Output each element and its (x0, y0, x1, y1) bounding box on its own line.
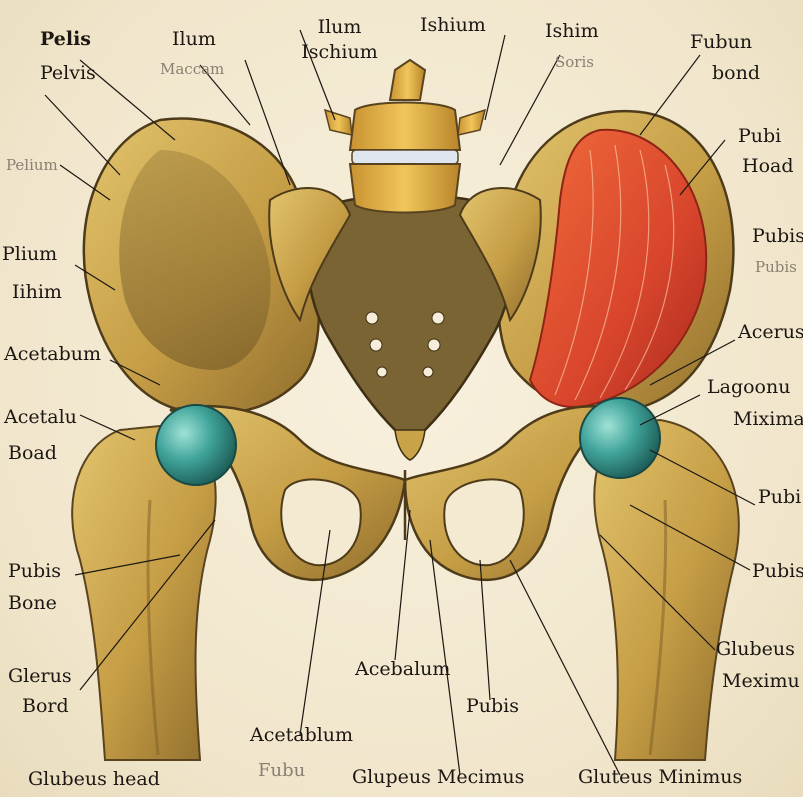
label-glupeus-mecimus: Glupeus Mecimus (352, 766, 525, 788)
label-acebalum: Acebalum (355, 658, 451, 680)
label-glubeus-right: Glubeus (716, 638, 795, 660)
label-soris: Soris (555, 53, 594, 71)
label-ilum: Ilum (172, 28, 216, 50)
label-boad: Boad (8, 442, 57, 464)
label-acetabum: Acetabum (4, 343, 101, 365)
label-gluteus-minimus: Gluteus Minimus (578, 766, 743, 788)
label-pubis-bone-2: Bone (8, 592, 57, 614)
label-meximu: Meximu (722, 670, 800, 692)
label-pubis-right-top: Pubis (752, 225, 803, 247)
left-femur (71, 423, 217, 761)
label-acetablum: Acetablum (250, 724, 354, 746)
label-pubis-right-faint: Pubis (755, 258, 797, 276)
label-ishium: Ishium (420, 14, 486, 36)
right-obturator-foramen (443, 478, 525, 567)
label-glerus: Glerus (8, 665, 72, 687)
label-ilum-ischium: Ilum Ischium (301, 16, 378, 63)
label-ishim: Ishim (545, 20, 599, 42)
label-lagoonu: Lagoonu (707, 376, 791, 398)
label-pubis-bone-1: Pubis (8, 560, 62, 582)
label-pubis-right-low: Pubis (752, 560, 803, 582)
label-glubeus-head: Glubeus head (28, 768, 160, 790)
label-pelis: Pelis (40, 28, 91, 50)
label-pubi-top: Pubi (738, 125, 782, 147)
label-fubun: Fubun (690, 31, 753, 53)
coccyx (394, 429, 426, 461)
label-pubi-mid: Pubi (758, 486, 802, 508)
label-bond: bond (712, 62, 761, 84)
right-femoral-head (579, 397, 661, 479)
label-fubu: Fubu (258, 760, 306, 781)
label-plium: Plium (2, 243, 58, 265)
sacral-foramina (365, 311, 445, 378)
label-bord: Bord (22, 695, 69, 717)
leader-lines (44, 29, 756, 776)
label-hoad: Hoad (742, 155, 794, 177)
left-obturator-foramen (280, 478, 362, 567)
lumbar-vertebra (323, 58, 487, 214)
left-femoral-head (155, 404, 237, 486)
left-ilium-fossa (119, 150, 271, 370)
label-pelvis: Pelvis (40, 62, 96, 84)
label-acetalu: Acetalu (4, 406, 77, 428)
right-sacroiliac (458, 187, 542, 323)
label-ihim: Iihim (12, 281, 62, 303)
label-pelium: Pelium (6, 156, 58, 174)
right-femur-shaft-shadow (648, 499, 668, 756)
left-femur-shaft-shadow (146, 499, 160, 756)
label-pubis-center: Pubis (466, 695, 520, 717)
label-mixima: Mixima (733, 408, 803, 430)
label-acerus: Acerus (738, 321, 803, 343)
muscle-fibers (554, 144, 675, 401)
left-sacroiliac (268, 187, 352, 323)
label-maccam: Maccam (160, 60, 225, 78)
